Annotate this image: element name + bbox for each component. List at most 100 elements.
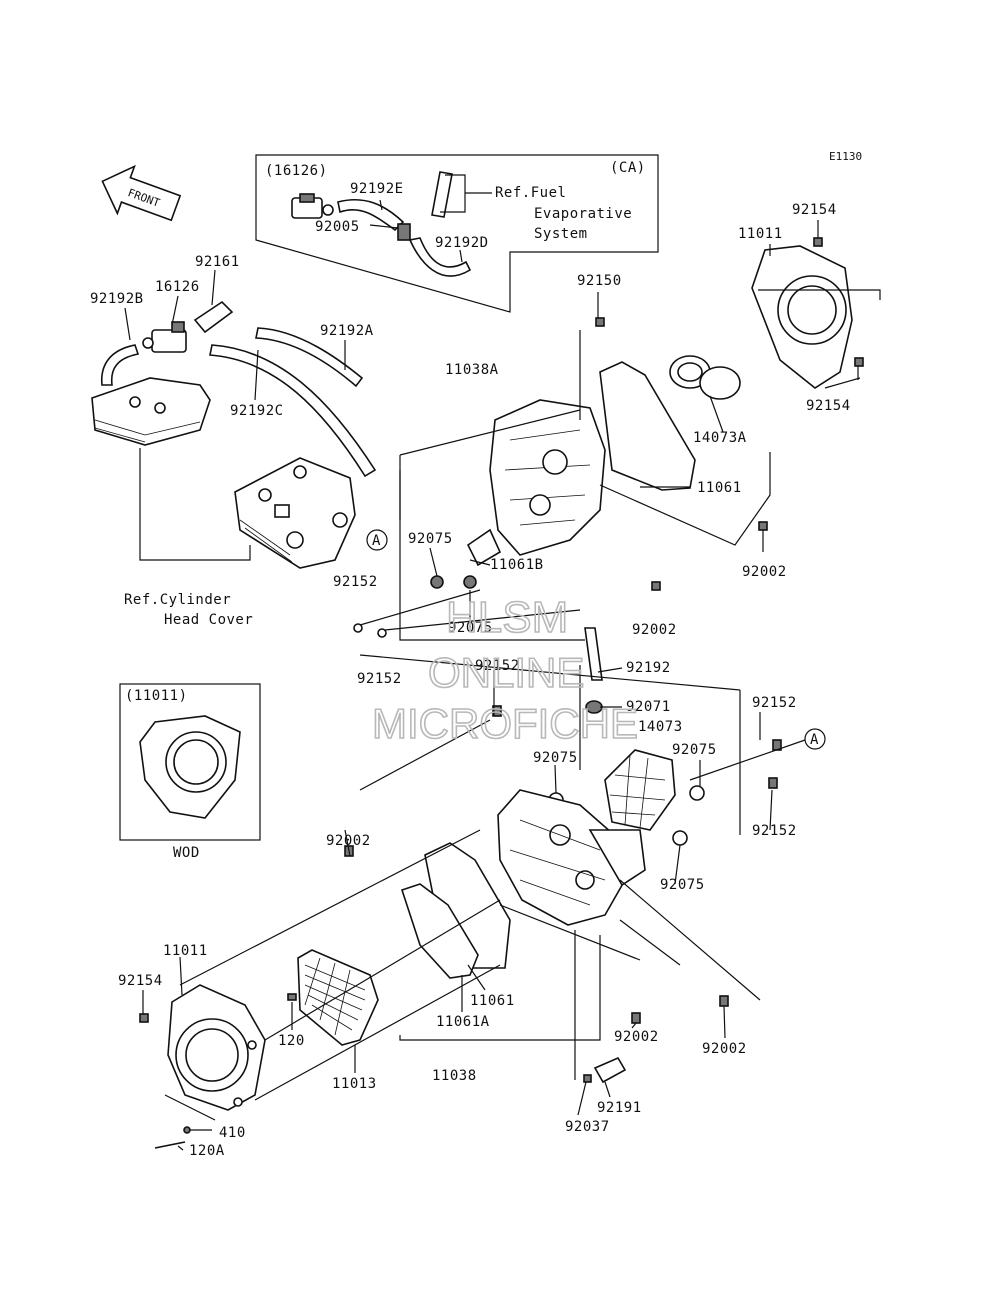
hose-92192c: [209, 344, 377, 478]
label-92192: 92192: [626, 660, 671, 676]
label-410: 410: [219, 1125, 246, 1141]
bushing-92075-mid: [463, 575, 477, 589]
label-92161: 92161: [195, 254, 240, 270]
bushing-92075-low: [672, 830, 688, 846]
ca-ref-line-3: System: [534, 226, 588, 242]
label-92154-bottom: 92154: [118, 973, 163, 989]
marker-a-left-letter: A: [372, 533, 381, 549]
guide-line-1: [359, 654, 741, 691]
label-11061-bottom: 11061: [470, 993, 515, 1009]
wod-caption: WOD: [173, 845, 200, 861]
bolt-92154-bottom: [139, 1013, 149, 1023]
bracket-92161: [193, 300, 234, 334]
label-120a: 120A: [189, 1143, 225, 1159]
ca-box-outline: [255, 154, 659, 313]
label-11061b: 11061B: [490, 557, 544, 573]
duct-14073a: [669, 355, 741, 400]
label-16126: 16126: [155, 279, 200, 295]
seal-11061a: [400, 883, 479, 979]
label-92075-center: 92075: [533, 750, 578, 766]
bushing-92075-upper: [430, 575, 444, 589]
bolt-92154-top: [813, 237, 823, 247]
guide-line-a: [689, 739, 806, 781]
ca-part-16126: (16126): [265, 163, 328, 179]
label-92002-mid: 92002: [632, 622, 677, 638]
valve-16126: [142, 321, 187, 353]
marker-a-left: [366, 529, 388, 551]
screw-120: [287, 993, 297, 1001]
cylinder-head-cover-rear: [91, 377, 211, 446]
bolt-92150: [595, 317, 605, 327]
leaders-lower: [142, 719, 761, 1151]
label-92075-low: 92075: [660, 877, 705, 893]
cap-92191: [593, 1056, 627, 1084]
label-11011-top: 11011: [738, 226, 783, 242]
label-92152-right-top: 92152: [752, 695, 797, 711]
label-92154-right: 92154: [806, 398, 851, 414]
leaders-top-left: [124, 269, 346, 401]
bolt-92152-right-bot: [768, 777, 778, 789]
ca-hose-92192e: [337, 198, 405, 232]
label-92192b: 92192B: [90, 291, 144, 307]
seal-11061b: [466, 528, 502, 567]
ca-part-92192e: 92192E: [350, 181, 404, 197]
label-11061a: 11061A: [436, 1014, 490, 1030]
label-14073: 14073: [638, 719, 683, 735]
watermark-line-2: ONLINE: [428, 649, 584, 696]
ca-ref-line-1: Ref.Fuel: [495, 185, 566, 201]
label-92152-lower: 92152: [357, 671, 402, 687]
hose-92192a: [255, 327, 364, 388]
bolt-92002-right: [758, 521, 768, 531]
label-92191: 92191: [597, 1100, 642, 1116]
watermark-line-3: MICROFICHE: [372, 700, 638, 747]
wod-cover-inner-ring: [173, 739, 219, 785]
label-92002-bottom-1: 92002: [614, 1029, 659, 1045]
ca-part-92192d: 92192D: [435, 235, 489, 251]
cylinder-head-cover-front: [234, 457, 356, 569]
bolt-92152-left: [353, 623, 363, 633]
label-92037: 92037: [565, 1119, 610, 1135]
bolt-92152-center: [492, 705, 502, 717]
ca-region-tag: (CA): [610, 160, 646, 176]
ref-cylinder-bracket: [139, 448, 251, 561]
label-92075-upper: 92075: [408, 531, 453, 547]
ref-cylinder-line-2: Head Cover: [164, 612, 253, 628]
ca-valve-16126: [291, 193, 334, 219]
ca-leader-lines: [369, 174, 492, 263]
ref-cylinder-line-1: Ref.Cylinder: [124, 592, 231, 608]
label-92192a: 92192A: [320, 323, 374, 339]
air-cleaner-base-11038: [497, 789, 646, 926]
leaders-middle: [344, 470, 773, 885]
label-92071: 92071: [626, 699, 671, 715]
bolt-92154-right: [854, 357, 864, 367]
wod-part-ref: (11011): [125, 688, 188, 704]
label-11013: 11013: [332, 1076, 377, 1092]
bolt-92002-mid: [651, 581, 661, 591]
label-92152-center: 92152: [475, 658, 520, 674]
watermark-line-1: HLSM: [446, 593, 568, 642]
label-92152-right-bot: 92152: [752, 823, 797, 839]
label-11038: 11038: [432, 1068, 477, 1084]
label-92192c: 92192C: [230, 403, 284, 419]
hose-92192b: [101, 344, 140, 386]
label-92002-bottom-2: 92002: [702, 1041, 747, 1057]
clip-92037: [583, 1074, 592, 1083]
front-arrow-icon: FRONT: [101, 164, 182, 222]
label-14073a: 14073A: [693, 430, 747, 446]
label-92075-mid: 92075: [448, 620, 493, 636]
label-11011-bottom: 11011: [163, 943, 208, 959]
label-92075-right: 92075: [672, 742, 717, 758]
bolt-92152-lower: [377, 628, 387, 638]
hose-92192: [584, 627, 603, 681]
label-92154-top: 92154: [792, 202, 837, 218]
label-11038a: 11038A: [445, 362, 499, 378]
screw-120a: [154, 1141, 186, 1149]
duct-14073: [604, 749, 676, 831]
gasket-11061-top: [599, 361, 696, 491]
label-92002-left: 92002: [326, 833, 371, 849]
label-120: 120: [278, 1033, 305, 1049]
wod-box-outline: [119, 683, 261, 841]
label-11061-top: 11061: [697, 480, 742, 496]
